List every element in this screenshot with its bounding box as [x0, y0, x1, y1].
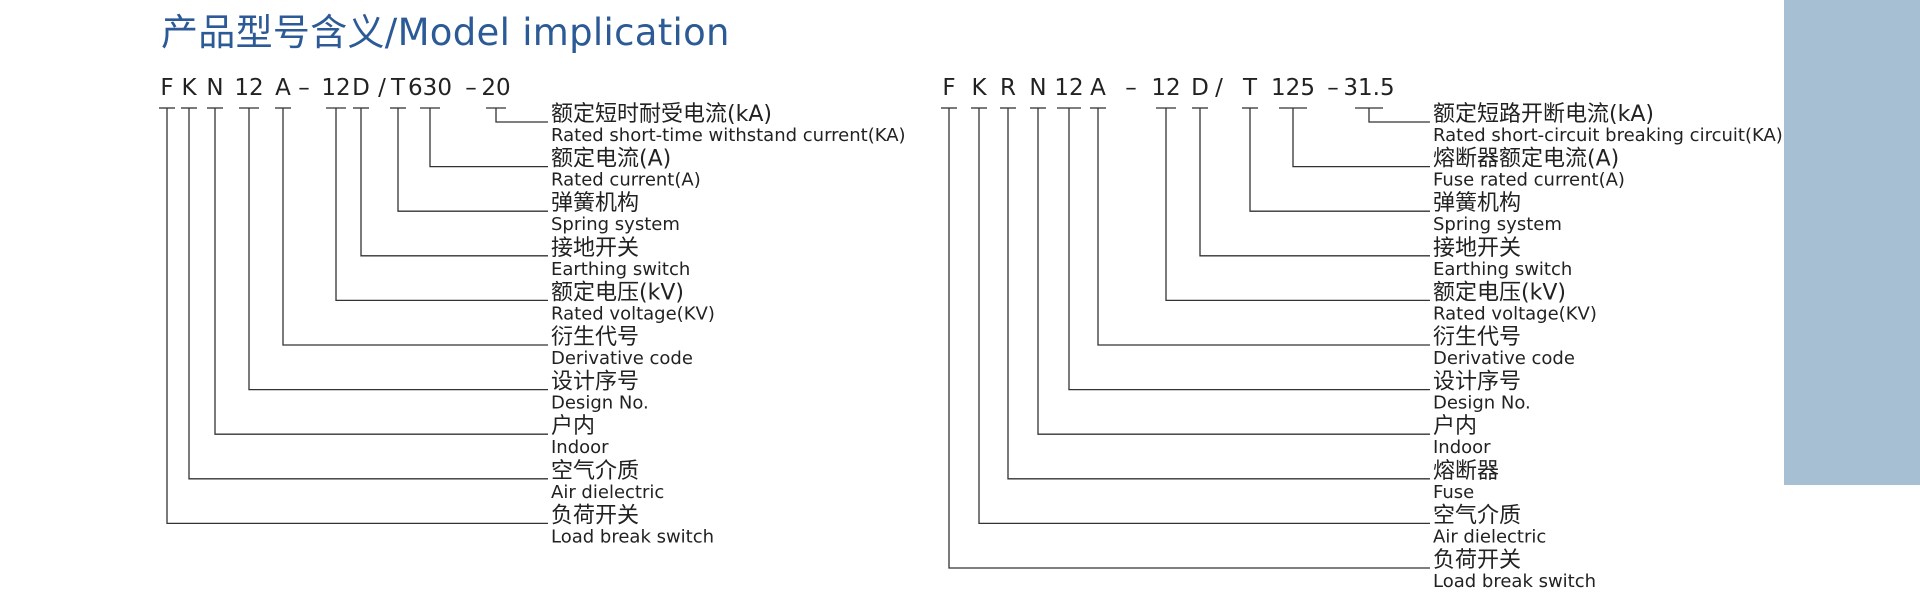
code-letter: 12	[234, 75, 263, 101]
leader-line	[495, 108, 548, 123]
leader-line	[397, 108, 548, 212]
code-letter: K	[181, 75, 197, 101]
label-cn: 设计序号	[551, 370, 639, 395]
code-letter: K	[971, 75, 987, 101]
code-letter: T	[390, 75, 406, 101]
label-en: Earthing switch	[551, 259, 690, 280]
label-en: Air dielectric	[551, 482, 664, 503]
code-letter: T	[1242, 75, 1258, 101]
leader-line	[360, 108, 548, 257]
label-en: Load break switch	[551, 526, 714, 547]
code-letter: 12	[1054, 75, 1083, 101]
label-cn: 接地开关	[1433, 236, 1521, 261]
label-cn: 户内	[1433, 414, 1477, 439]
label-en: Spring system	[1433, 214, 1562, 235]
code-letter: A	[275, 75, 291, 101]
leader-line	[948, 108, 1430, 569]
label-cn: 额定电压(kV)	[1433, 280, 1566, 305]
label-cn: 接地开关	[551, 236, 639, 261]
label-cn: 衍生代号	[551, 325, 639, 350]
code-letter: /	[1215, 75, 1223, 101]
label-cn: 衍生代号	[1433, 325, 1521, 350]
code-letter: 31.5	[1343, 75, 1394, 101]
label-en: Spring system	[551, 214, 680, 235]
leader-line	[1292, 108, 1430, 168]
label-cn: 空气介质	[551, 459, 639, 484]
leader-line	[1037, 108, 1430, 435]
label-cn: 熔断器	[1433, 459, 1499, 484]
label-en: Rated short-time withstand current(KA)	[551, 125, 906, 146]
leader-line	[1068, 108, 1430, 391]
label-en: Air dielectric	[1433, 526, 1546, 547]
leader-line	[335, 108, 548, 302]
code-letter: 12	[321, 75, 350, 101]
leader-line	[1007, 108, 1430, 480]
label-cn: 户内	[551, 414, 595, 439]
code-letter: 12	[1151, 75, 1180, 101]
label-cn: 额定电压(kV)	[551, 280, 684, 305]
label-en: Rated short-circuit breaking circuit(KA)	[1433, 125, 1783, 146]
leader-line	[978, 108, 1430, 525]
code-letter: –	[465, 75, 477, 101]
label-cn: 负荷开关	[1433, 548, 1521, 573]
label-en: Indoor	[1433, 437, 1491, 458]
code-letter: D	[1191, 75, 1209, 101]
code-letter: –	[1327, 75, 1339, 101]
code-letter: –	[1125, 75, 1137, 101]
label-en: Design No.	[551, 393, 649, 414]
leader-line	[1165, 108, 1430, 302]
side-accent-panel	[1784, 0, 1920, 485]
code-letter: R	[1000, 75, 1016, 101]
label-cn: 负荷开关	[551, 503, 639, 528]
code-letter: 20	[481, 75, 510, 101]
leader-line	[188, 108, 548, 480]
label-en: Rated current(A)	[551, 170, 701, 191]
label-cn: 弹簧机构	[1433, 191, 1521, 216]
label-en: Fuse	[1433, 482, 1474, 503]
label-en: Derivative code	[1433, 348, 1575, 369]
leader-line	[1368, 108, 1430, 123]
leader-line	[248, 108, 548, 391]
leader-line	[1249, 108, 1430, 212]
label-en: Load break switch	[1433, 571, 1596, 592]
label-en: Indoor	[551, 437, 609, 458]
leader-line	[282, 108, 548, 346]
label-cn: 额定短时耐受电流(kA)	[551, 102, 772, 127]
code-letter: 630	[408, 75, 452, 101]
code-letter: F	[160, 75, 173, 101]
code-letter: N	[206, 75, 223, 101]
code-letter: N	[1029, 75, 1046, 101]
label-cn: 额定短路开断电流(kA)	[1433, 102, 1654, 127]
code-letter: 125	[1271, 75, 1315, 101]
label-cn: 弹簧机构	[551, 191, 639, 216]
leader-line	[214, 108, 548, 435]
label-cn: 设计序号	[1433, 370, 1521, 395]
code-letter: /	[378, 75, 386, 101]
code-letter: F	[942, 75, 955, 101]
label-cn: 熔断器额定电流(A)	[1433, 147, 1619, 172]
label-en: Rated voltage(KV)	[551, 303, 715, 324]
label-en: Design No.	[1433, 393, 1531, 414]
page-title: 产品型号含义/Model implication	[161, 11, 730, 54]
leader-line	[1199, 108, 1430, 257]
label-en: Rated voltage(KV)	[1433, 303, 1597, 324]
code-letter: D	[352, 75, 370, 101]
label-en: Derivative code	[551, 348, 693, 369]
code-letter: A	[1090, 75, 1106, 101]
label-cn: 空气介质	[1433, 503, 1521, 528]
label-en: Earthing switch	[1433, 259, 1572, 280]
leader-line	[166, 108, 548, 525]
leader-line	[1097, 108, 1430, 346]
label-en: Fuse rated current(A)	[1433, 170, 1625, 191]
label-cn: 额定电流(A)	[551, 147, 671, 172]
code-letter: –	[298, 75, 310, 101]
leader-line	[429, 108, 548, 168]
